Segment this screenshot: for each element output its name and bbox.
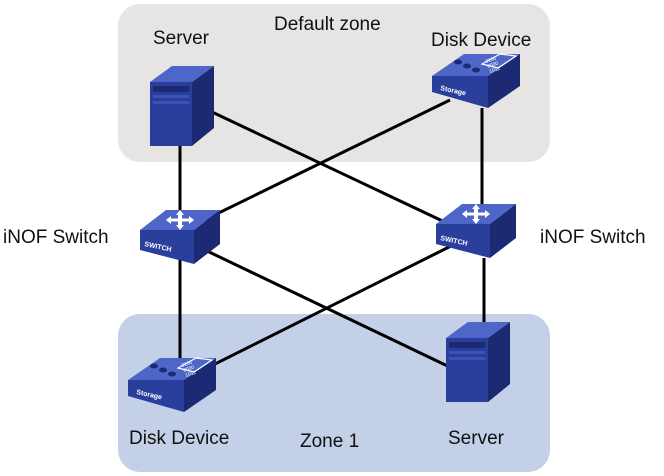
disk-bottom-bits-3: 1011	[185, 370, 197, 379]
switch-left: SWITCH	[136, 206, 222, 273]
switch-right: SWITCH	[432, 200, 518, 267]
storage-icon: 0100 0000 1011 Storage	[128, 357, 216, 412]
link-server-top-switch-right	[211, 110, 471, 236]
switch-icon: SWITCH	[140, 210, 220, 264]
disk-bottom-bits-2: 0000	[183, 365, 196, 374]
disk-bottom-bits-1: 0100	[181, 360, 194, 369]
default-zone-label: Default zone	[274, 14, 381, 35]
disk-top: 0100 0000 1011 Storage	[430, 50, 522, 117]
server-top-label: Server	[153, 28, 209, 49]
link-switch-right-disk-bottom	[194, 242, 456, 376]
disk-top-bits-2: 0000	[487, 61, 500, 70]
disk-bottom: 0100 0000 1011 Storage	[126, 354, 218, 421]
storage-icon: 0100 0000 1011 Storage	[432, 53, 520, 108]
disk-top-bits-1: 0100	[485, 56, 498, 65]
disk-bottom-label: Disk Device	[129, 428, 230, 449]
server-bottom	[440, 318, 516, 413]
link-switch-left-server-bottom	[204, 248, 461, 374]
server-icon	[150, 66, 214, 146]
switch-right-label: iNOF Switch	[540, 227, 646, 248]
disk-top-label: Disk Device	[431, 30, 532, 51]
zone-1-label: Zone 1	[300, 431, 360, 452]
disk-top-bits-3: 1011	[489, 66, 501, 75]
server-bottom-label: Server	[448, 428, 504, 449]
switch-left-label: iNOF Switch	[3, 227, 109, 248]
server-top	[144, 62, 220, 157]
server-icon	[446, 322, 510, 402]
link-disk-top-switch-left	[191, 98, 451, 228]
switch-icon: SWITCH	[436, 204, 516, 258]
